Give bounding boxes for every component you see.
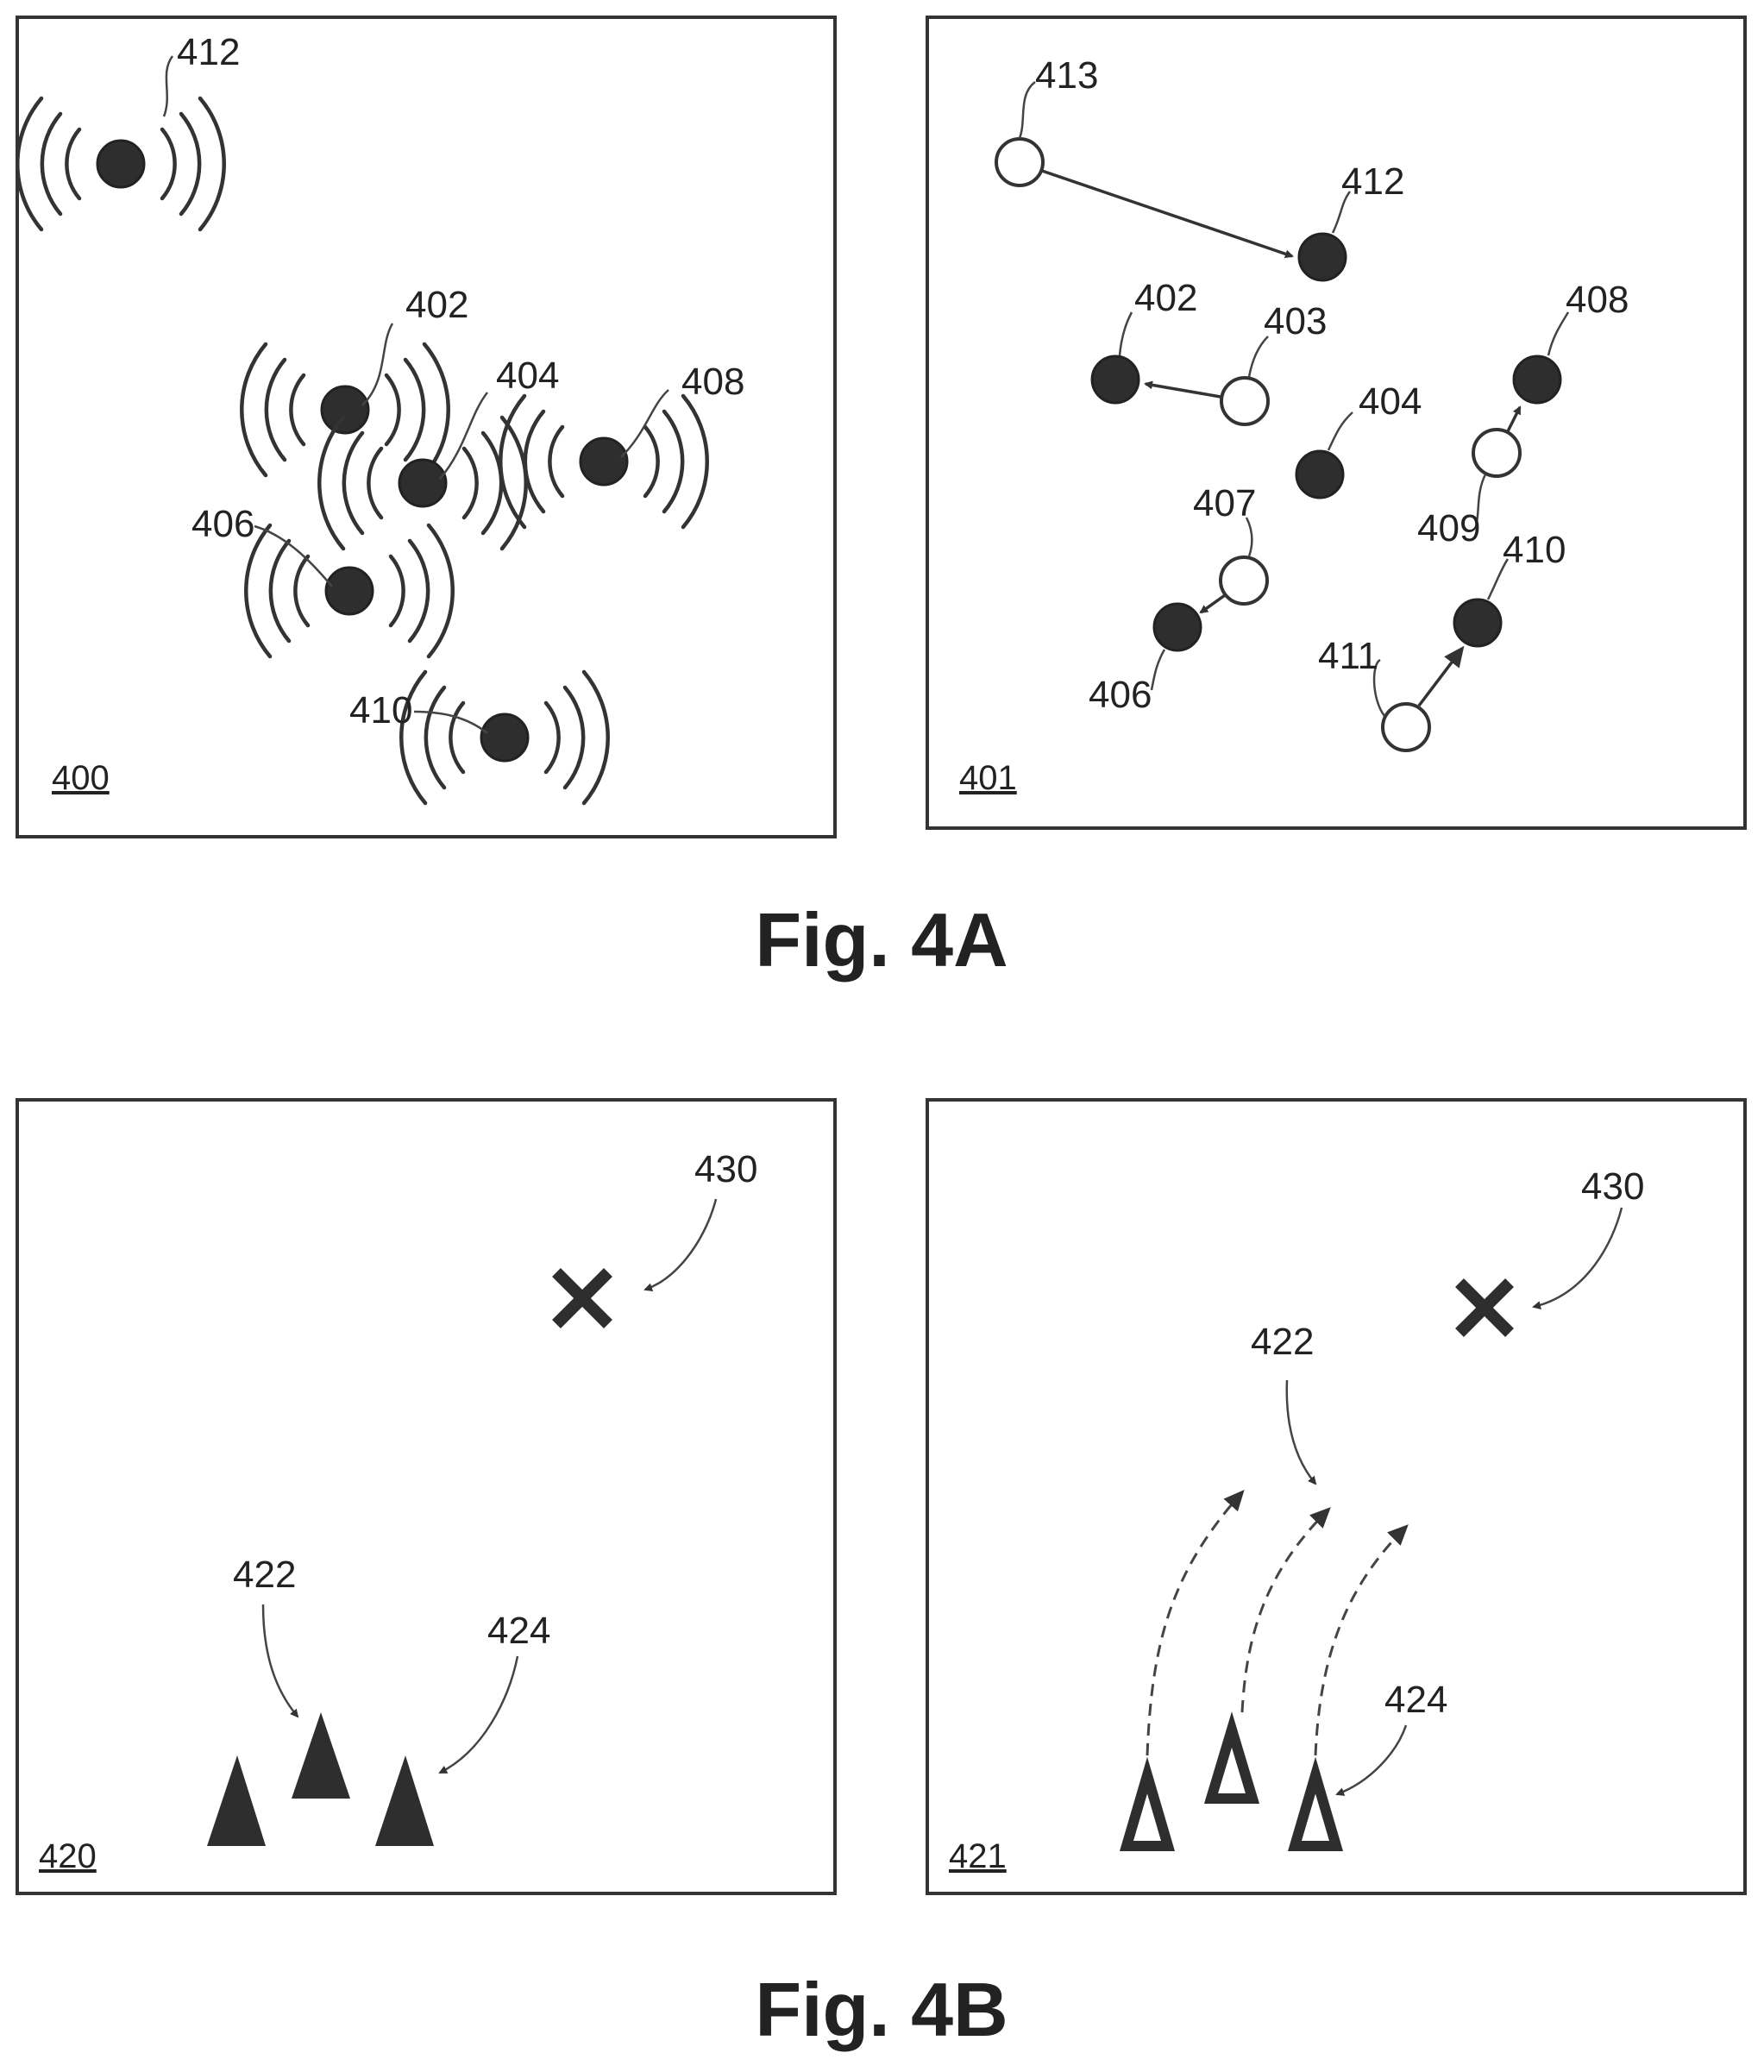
- label-430: 430: [694, 1148, 757, 1190]
- node-409: [1472, 428, 1522, 478]
- triangle-icon: [207, 1755, 266, 1846]
- node-406: [246, 525, 452, 656]
- node-407-to-406: [1150, 517, 1269, 691]
- node-403: [1220, 376, 1270, 426]
- label-408b: 408: [1566, 279, 1629, 321]
- node-402: [1090, 355, 1140, 405]
- node-411-to-410: [1372, 558, 1510, 752]
- label-407: 407: [1193, 482, 1256, 524]
- triangle-icon: [1287, 1756, 1344, 1851]
- node-404b: [1295, 411, 1353, 499]
- label-410: 410: [349, 689, 412, 731]
- agents-triangles: [207, 1604, 519, 1846]
- target-430-x-icon: [552, 1198, 718, 1328]
- node-410: [401, 672, 607, 803]
- node-404: [319, 392, 525, 549]
- panel-421-frame: [926, 1098, 1747, 1895]
- panel-400-frame: [16, 16, 837, 838]
- node-406: [1152, 602, 1202, 652]
- panel-401-frame: [926, 16, 1747, 830]
- label-410b: 410: [1503, 529, 1566, 571]
- node-412: [17, 55, 223, 229]
- node-413: [995, 137, 1045, 187]
- triangle-icon: [1203, 1711, 1260, 1804]
- target-430b-x-icon: [1455, 1207, 1623, 1337]
- label-411: 411: [1318, 635, 1378, 677]
- label-412: 412: [177, 31, 240, 73]
- panel-420: 430 422 424 420: [16, 1098, 837, 1895]
- label-409: 409: [1417, 507, 1480, 549]
- label-403: 403: [1264, 300, 1327, 342]
- label-424: 424: [487, 1610, 550, 1652]
- triangle-icon: [375, 1755, 434, 1846]
- node-408: [500, 389, 706, 527]
- triangle-icon: [1119, 1756, 1176, 1851]
- label-402b: 402: [1134, 277, 1197, 319]
- node-402: [242, 323, 448, 475]
- panel-420-frame: [16, 1098, 837, 1895]
- node-403-to-402: [1090, 311, 1270, 426]
- panel-400: 412 402 404 408 406: [16, 16, 837, 838]
- label-406b: 406: [1089, 674, 1152, 716]
- label-422: 422: [233, 1554, 296, 1596]
- panel-label-400: 400: [52, 759, 110, 797]
- panel-label-421: 421: [949, 1837, 1007, 1875]
- figure-caption-4b: Fig. 4B: [755, 1967, 1008, 2052]
- node-407: [1219, 556, 1269, 606]
- label-404: 404: [496, 355, 559, 397]
- label-402: 402: [405, 284, 468, 326]
- moving-agents: [1119, 1379, 1409, 1851]
- label-422b: 422: [1251, 1321, 1314, 1363]
- triangle-icon: [292, 1712, 350, 1799]
- label-430b: 430: [1581, 1165, 1644, 1208]
- node-411: [1381, 702, 1431, 752]
- node-410: [1453, 598, 1503, 648]
- label-406: 406: [191, 503, 254, 545]
- label-404b: 404: [1359, 380, 1422, 423]
- node-412: [1297, 232, 1347, 282]
- label-413: 413: [1035, 54, 1098, 97]
- label-424b: 424: [1384, 1679, 1447, 1721]
- panel-label-401: 401: [959, 759, 1017, 797]
- label-412b: 412: [1341, 160, 1404, 203]
- node-413-to-412: [995, 81, 1352, 282]
- node-409-to-408: [1472, 311, 1570, 523]
- panel-401: 413 412 402 403 404 408 409: [926, 16, 1747, 830]
- label-408: 408: [681, 361, 744, 403]
- figure-caption-4a: Fig. 4A: [755, 897, 1008, 983]
- panel-label-420: 420: [39, 1837, 97, 1875]
- node-408: [1512, 355, 1562, 405]
- panel-421: 430 422 424 421: [926, 1098, 1747, 1895]
